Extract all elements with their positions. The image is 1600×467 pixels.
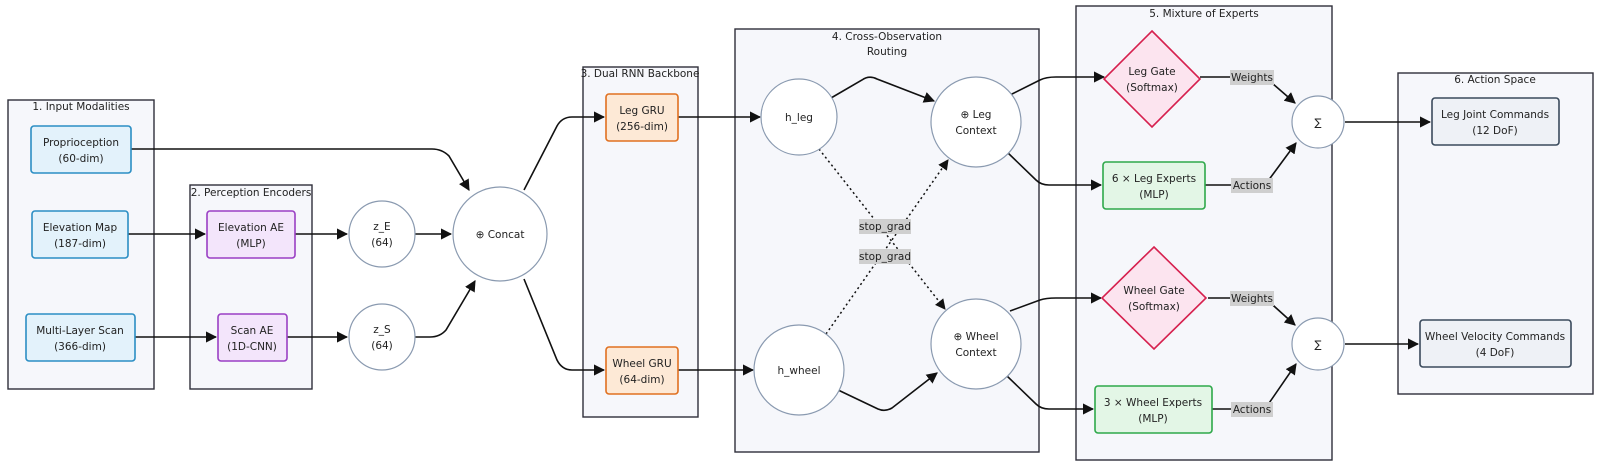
cluster-routing-title-line-2: Routing [867,46,907,58]
edge-label-actions-wheel: Actions [1231,402,1273,417]
node-z-e-line-2: (64) [371,237,393,249]
edge-concat-to-wheel-gru [523,278,606,376]
edge-label-weights-leg-text: Weights [1231,72,1273,84]
node-leg-gate: Leg Gate (Softmax) [1102,29,1202,129]
node-wheel-context-line-1: ⊕ Wheel [953,331,998,343]
edge-label-stop-grad-upper-text: stop_grad [859,221,911,233]
node-wheel-experts: 3 × Wheel Experts (MLP) [1094,385,1213,434]
node-concat: ⊕ Concat [452,186,548,282]
node-leg-context: ⊕ Leg Context [930,76,1022,168]
node-z-s-line-1: z_S [373,324,391,336]
cluster-dual-rnn-backbone-title: 3. Dual RNN Backbone [581,68,700,80]
node-scan-ae: Scan AE (1D-CNN) [217,313,288,362]
node-scan-ae-line-2: (1D-CNN) [227,341,277,353]
node-leg-gate-line-1: Leg Gate [1128,66,1175,78]
edge-label-weights-wheel: Weights [1230,291,1274,306]
node-leg-joint-commands-line-2: (12 DoF) [1472,125,1517,137]
node-wheel-velocity-commands-line-1: Wheel Velocity Commands [1425,331,1565,343]
node-concat-label: ⊕ Concat [476,229,525,241]
node-elevation-map-line-2: (187-dim) [54,238,106,250]
node-h-leg-label: h_leg [785,112,813,124]
edge-h-leg-to-leg-context [830,76,936,103]
edge-wheel-context-to-wheel-experts [1006,375,1095,415]
edge-wheel-context-to-wheel-gate [1009,292,1103,312]
node-h-wheel-label: h_wheel [778,365,821,377]
node-leg-sum-label: ∑ [1314,117,1321,129]
node-elevation-map-line-1: Elevation Map [43,222,118,234]
edge-label-actions-leg: Actions [1231,178,1273,193]
node-wheel-velocity-commands: Wheel Velocity Commands (4 DoF) [1419,319,1572,368]
node-leg-context-line-2: Context [955,125,996,137]
edge-label-stop-grad-lower-text: stop_grad [859,251,911,263]
node-wheel-gru-line-1: Wheel GRU [612,358,671,370]
cluster-mixture-of-experts-title: 5. Mixture of Experts [1149,8,1259,20]
cluster-perception-encoders-title: 2. Perception Encoders [191,187,312,199]
node-multi-layer-scan: Multi-Layer Scan (366-dim) [25,313,136,362]
node-leg-sum: ∑ [1291,95,1345,149]
node-proprioception-line-2: (60-dim) [58,153,103,165]
node-elevation-ae: Elevation AE (MLP) [206,210,296,259]
node-z-e-line-1: z_E [373,221,390,233]
node-wheel-context: ⊕ Wheel Context [930,298,1022,390]
node-h-leg: h_leg [760,78,838,156]
edge-label-weights-wheel-text: Weights [1231,293,1273,305]
node-wheel-velocity-commands-line-2: (4 DoF) [1476,347,1515,359]
node-wheel-gru: Wheel GRU (64-dim) [605,346,679,395]
edge-concat-to-leg-gru [523,111,606,191]
node-leg-gru-line-1: Leg GRU [619,105,664,117]
edge-proprioception-to-concat [131,148,470,191]
node-leg-experts-line-1: 6 × Leg Experts [1112,173,1196,185]
cluster-action-space-title: 6. Action Space [1454,74,1536,86]
node-elevation-map: Elevation Map (187-dim) [31,210,129,259]
edge-label-stop-grad-upper: stop_grad [859,219,911,234]
node-wheel-gate-line-1: Wheel Gate [1123,285,1184,297]
node-multi-layer-scan-line-1: Multi-Layer Scan [36,325,124,337]
edge-leg-context-to-leg-experts [1006,151,1103,191]
node-leg-experts: 6 × Leg Experts (MLP) [1102,161,1206,210]
node-wheel-gate: Wheel Gate (Softmax) [1100,245,1208,351]
node-wheel-experts-line-2: (MLP) [1138,413,1167,425]
node-leg-gru: Leg GRU (256-dim) [605,93,679,142]
node-leg-joint-commands: Leg Joint Commands (12 DoF) [1431,97,1560,146]
node-elevation-ae-line-1: Elevation AE [218,222,284,234]
node-leg-joint-commands-line-1: Leg Joint Commands [1441,109,1549,121]
node-wheel-gru-line-2: (64-dim) [619,374,664,386]
node-scan-ae-line-1: Scan AE [231,325,274,337]
node-elevation-ae-line-2: (MLP) [236,238,265,250]
edge-label-actions-leg-text: Actions [1233,180,1271,192]
node-multi-layer-scan-line-2: (366-dim) [54,341,106,353]
node-wheel-context-line-2: Context [955,347,996,359]
edge-label-actions-wheel-text: Actions [1233,404,1271,416]
node-leg-experts-line-2: (MLP) [1139,189,1168,201]
node-wheel-sum-label: ∑ [1314,339,1321,351]
node-z-s: z_S (64) [348,303,416,371]
edge-h-wheel-to-wheel-context [835,372,938,412]
edge-leg-context-to-leg-gate [1009,71,1106,96]
node-z-s-line-2: (64) [371,340,393,352]
node-proprioception: Proprioception (60-dim) [30,125,132,174]
node-wheel-sum: ∑ [1291,317,1345,371]
node-leg-gate-line-2: (Softmax) [1126,82,1178,94]
node-proprioception-line-1: Proprioception [43,137,119,149]
node-leg-gru-line-2: (256-dim) [616,121,668,133]
node-h-wheel: h_wheel [753,324,845,416]
node-wheel-gate-line-2: (Softmax) [1128,301,1180,313]
node-wheel-experts-line-1: 3 × Wheel Experts [1104,397,1202,409]
edge-label-stop-grad-lower: stop_grad [859,249,911,264]
node-z-e: z_E (64) [348,200,416,268]
node-leg-context-line-1: ⊕ Leg [961,109,992,121]
cluster-input-modalities-title: 1. Input Modalities [32,101,129,113]
cluster-routing-title-line-1: 4. Cross-Observation [832,31,942,43]
edge-h-wheel-to-leg-context-stop-grad [825,159,949,335]
edge-label-weights-leg: Weights [1230,70,1274,85]
edge-z-s-to-concat [415,280,476,338]
